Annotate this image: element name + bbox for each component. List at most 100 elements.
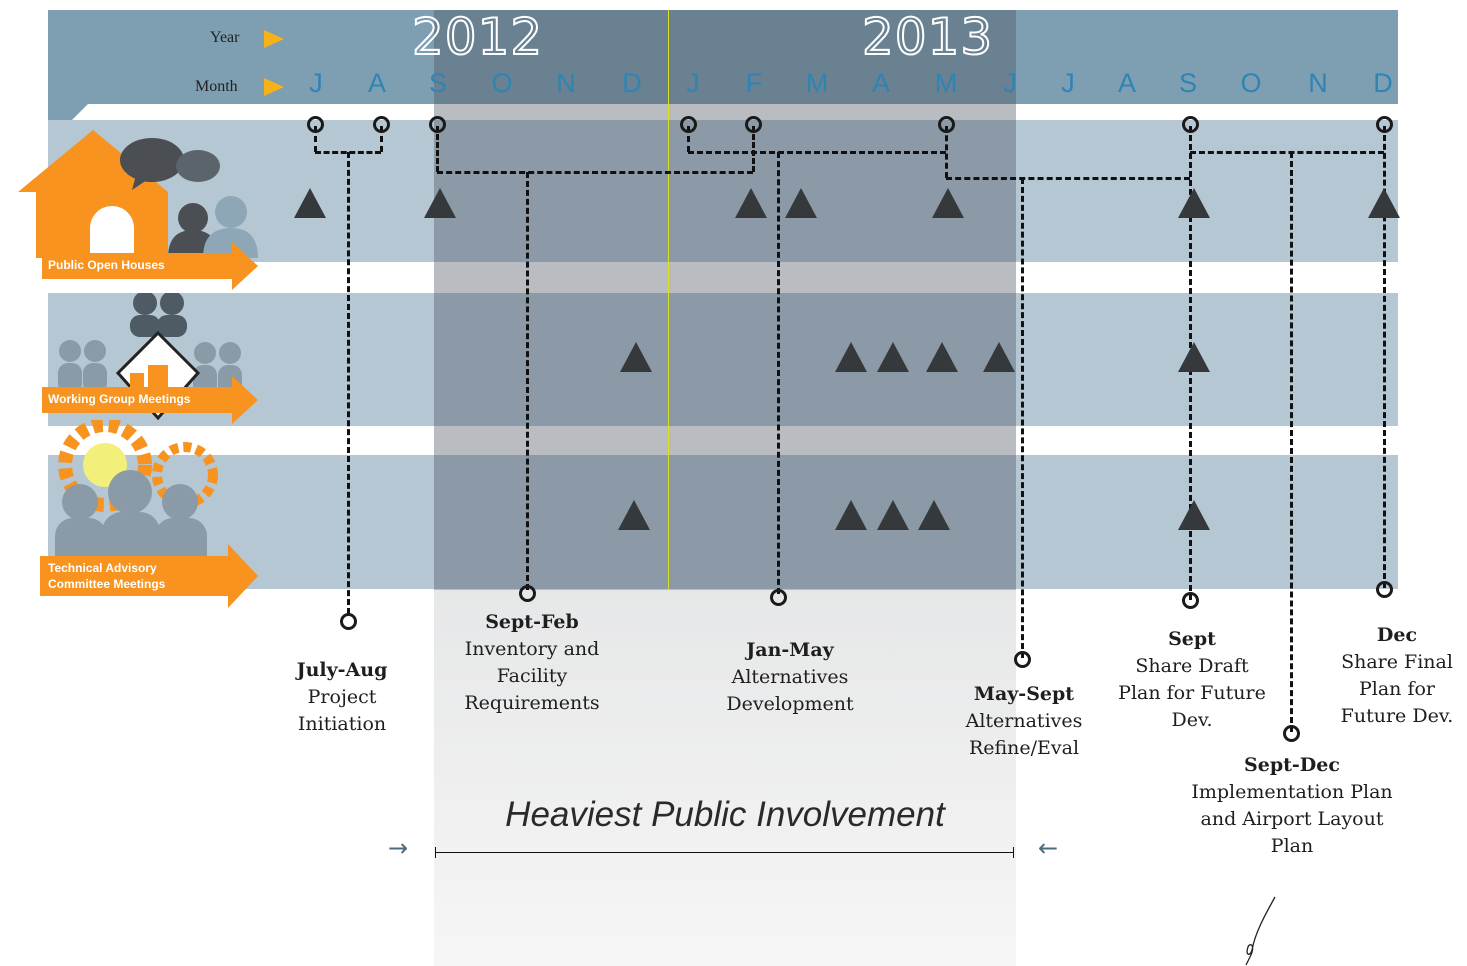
milestone-line: Implementation Plan xyxy=(1191,781,1393,803)
month-label: J xyxy=(309,68,323,98)
pin xyxy=(938,116,955,133)
milestone-line: Project xyxy=(307,686,377,708)
row-label-bg xyxy=(40,556,228,596)
span-tick-right xyxy=(1013,847,1014,858)
milestone-line: Share Final xyxy=(1341,651,1453,673)
connector-may-sep xyxy=(946,177,1190,180)
pin xyxy=(1182,116,1199,133)
lane-technical-advisory xyxy=(48,455,1398,589)
milestone-sept-dec: Sept-Dec Implementation Plan and Airport… xyxy=(1172,752,1412,860)
milestone-line: Plan xyxy=(1270,835,1314,857)
pin xyxy=(429,116,446,133)
milestone-title: Jan-May xyxy=(746,639,834,661)
meeting-marker xyxy=(932,188,964,218)
meeting-marker xyxy=(926,342,958,372)
milestone-line: Plan for xyxy=(1358,678,1436,700)
stem xyxy=(752,126,755,172)
stem xyxy=(945,126,948,178)
lane-working-group xyxy=(48,293,1398,426)
stem xyxy=(1021,178,1024,658)
pin xyxy=(745,116,762,133)
pin xyxy=(1376,116,1393,133)
stem xyxy=(526,172,529,590)
month-label: J xyxy=(686,68,700,98)
month-label: M xyxy=(805,68,829,98)
month-label: A xyxy=(871,68,890,98)
row-label-text: Working Group Meetings xyxy=(48,392,191,406)
year-divider xyxy=(668,10,669,590)
meeting-marker xyxy=(918,500,950,530)
meeting-marker xyxy=(620,342,652,372)
meeting-marker xyxy=(294,188,326,218)
month-label: A xyxy=(367,68,386,98)
meeting-marker xyxy=(877,500,909,530)
pin xyxy=(1182,592,1199,609)
milestone-title: Sept-Feb xyxy=(485,611,579,633)
stem xyxy=(1383,126,1386,588)
meeting-marker xyxy=(835,500,867,530)
span-tick-left xyxy=(435,847,436,858)
meeting-marker xyxy=(735,188,767,218)
year-arrow-icon xyxy=(264,30,284,48)
milestone-sept-feb: Sept-Feb Inventory and Facility Requirem… xyxy=(432,609,632,717)
meeting-marker xyxy=(785,188,817,218)
month-row-label: Month xyxy=(195,78,238,95)
meeting-marker xyxy=(1178,188,1210,218)
stem xyxy=(380,126,383,152)
stem xyxy=(687,126,690,152)
month-label: J xyxy=(1061,68,1075,98)
stem xyxy=(347,152,350,614)
milestone-line: and Airport Layout xyxy=(1200,808,1384,830)
milestone-line: Share Draft xyxy=(1135,655,1249,677)
connector-jan-may xyxy=(688,151,946,154)
heavy-involvement-band xyxy=(434,10,1016,590)
month-label: O xyxy=(491,68,513,98)
milestone-jan-may: Jan-May Alternatives Development xyxy=(690,637,890,718)
milestone-line: Dev. xyxy=(1171,709,1213,731)
milestone-line: Future Dev. xyxy=(1340,705,1454,727)
milestone-title: July-Aug xyxy=(296,659,388,681)
row-label-text: Public Open Houses xyxy=(48,258,165,272)
row-label-text-line-2: Committee Meetings xyxy=(48,577,166,591)
meeting-marker xyxy=(983,342,1015,372)
pin xyxy=(340,613,357,630)
month-label: S xyxy=(428,68,447,98)
milestone-line: Alternatives xyxy=(965,710,1083,732)
pin xyxy=(519,585,536,602)
meeting-marker xyxy=(424,188,456,218)
signature-mark xyxy=(1245,896,1276,966)
milestone-title: Dec xyxy=(1376,624,1418,646)
milestone-july-aug: July-Aug Project Initiation xyxy=(262,657,422,738)
milestone-may-sept: May-Sept Alternatives Refine/Eval xyxy=(944,681,1104,762)
month-arrow-icon xyxy=(264,78,284,96)
milestone-line: Initiation xyxy=(297,713,387,735)
meeting-marker xyxy=(1178,342,1210,372)
milestone-sept: Sept Share Draft Plan for Future Dev. xyxy=(1102,626,1282,734)
row-label-working-group: Working Group Meetings xyxy=(42,376,287,424)
stem xyxy=(1290,152,1293,732)
milestone-title: May-Sept xyxy=(973,683,1075,705)
connector-sep-feb xyxy=(437,171,753,174)
arrow-left-icon: ← xyxy=(1038,834,1059,862)
milestone-line: Plan for Future xyxy=(1118,682,1266,704)
pin xyxy=(680,116,697,133)
month-label: M xyxy=(934,68,958,98)
heavy-involvement-label: Heaviest Public Involvement xyxy=(505,795,945,834)
milestone-line: Requirements xyxy=(464,692,600,714)
month-label: S xyxy=(1178,68,1197,98)
month-label: D xyxy=(1373,68,1393,98)
year-row-label: Year xyxy=(210,29,240,46)
stem xyxy=(314,126,317,152)
month-label: N xyxy=(1308,68,1328,98)
pin xyxy=(770,589,787,606)
arrow-right-icon: → xyxy=(388,834,409,862)
month-label: J xyxy=(1003,68,1017,98)
month-label: D xyxy=(622,68,642,98)
pin xyxy=(307,116,324,133)
month-label: O xyxy=(1240,68,1262,98)
pin xyxy=(1376,581,1393,598)
month-label: F xyxy=(745,68,763,98)
lane-public-open-houses xyxy=(48,120,1398,262)
row-label-text-line-1: Technical Advisory xyxy=(48,561,157,575)
row-label-bg xyxy=(42,387,232,413)
